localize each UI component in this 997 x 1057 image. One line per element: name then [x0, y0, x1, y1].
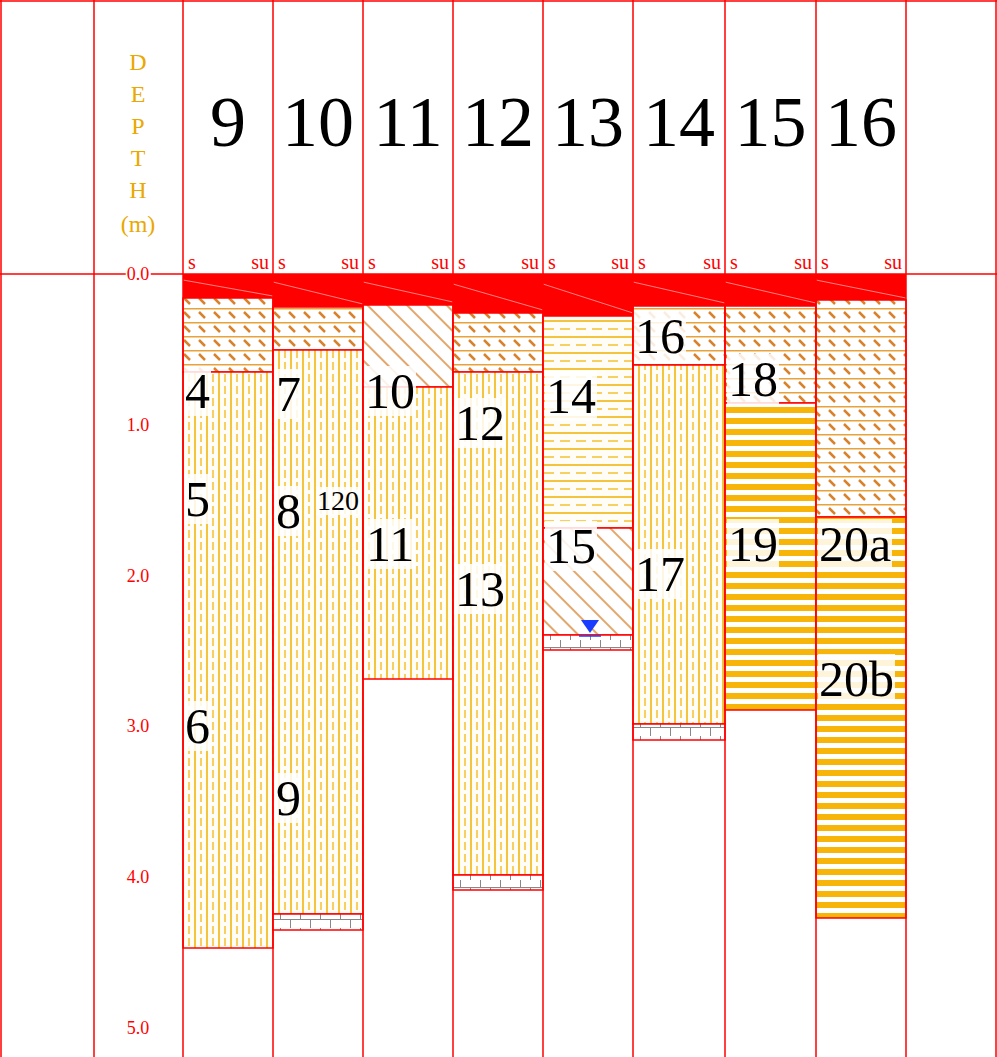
layer-number: 8	[275, 486, 302, 536]
depth-tick-label: 3.0	[126, 717, 151, 735]
borehole-number: 11	[373, 86, 442, 158]
axis-title: DEPTH	[126, 46, 150, 206]
column-subheading: s	[821, 252, 829, 272]
column-subheading: s	[368, 252, 376, 272]
borehole-number: 10	[282, 86, 354, 158]
layer-number: 10	[364, 366, 416, 416]
layer-number: 11	[365, 519, 415, 569]
borehole-number: 13	[552, 86, 624, 158]
axis-unit: (m)	[121, 212, 156, 236]
layer-number: 18	[727, 354, 779, 404]
sample-value: 120	[316, 487, 360, 515]
layer-number: 7	[275, 369, 302, 419]
column-subheading: s	[730, 252, 738, 272]
layer-number: 16	[634, 311, 686, 361]
borehole-number: 14	[643, 86, 715, 158]
column-subheading: s	[188, 252, 196, 272]
column-subheading: su	[341, 252, 359, 272]
layer-number: 20b	[818, 654, 895, 704]
column-subheading: su	[703, 252, 721, 272]
layer-number: 19	[727, 519, 779, 569]
layer-number: 9	[275, 773, 302, 823]
layer-number: 14	[545, 371, 597, 421]
layer-number: 12	[454, 398, 506, 448]
column-subheading: su	[521, 252, 539, 272]
depth-tick-label: 1.0	[126, 416, 151, 434]
column-subheading: su	[794, 252, 812, 272]
column-subheading: s	[458, 252, 466, 272]
borehole-number: 16	[825, 86, 897, 158]
layer-number: 4	[184, 366, 211, 416]
layer-number: 20a	[818, 519, 892, 569]
layer-number: 5	[184, 474, 211, 524]
layer-number: 17	[634, 549, 686, 599]
column-subheading: s	[638, 252, 646, 272]
column-subheading: s	[548, 252, 556, 272]
column-subheading: su	[251, 252, 269, 272]
depth-tick-label: 4.0	[126, 868, 151, 886]
layer-number: 6	[184, 701, 211, 751]
column-subheading: su	[884, 252, 902, 272]
column-subheading: s	[278, 252, 286, 272]
layer-number: 15	[545, 521, 597, 571]
depth-tick-label: 5.0	[126, 1019, 151, 1037]
borehole-number: 15	[735, 86, 807, 158]
borehole-number: 9	[210, 86, 246, 158]
depth-tick-label: 2.0	[126, 567, 151, 585]
column-subheading: su	[431, 252, 449, 272]
water-table-symbol	[581, 620, 599, 633]
depth-tick-label: 0.0	[126, 265, 151, 283]
borehole-number: 12	[462, 86, 534, 158]
column-subheading: su	[611, 252, 629, 272]
layer-number: 13	[454, 564, 506, 614]
